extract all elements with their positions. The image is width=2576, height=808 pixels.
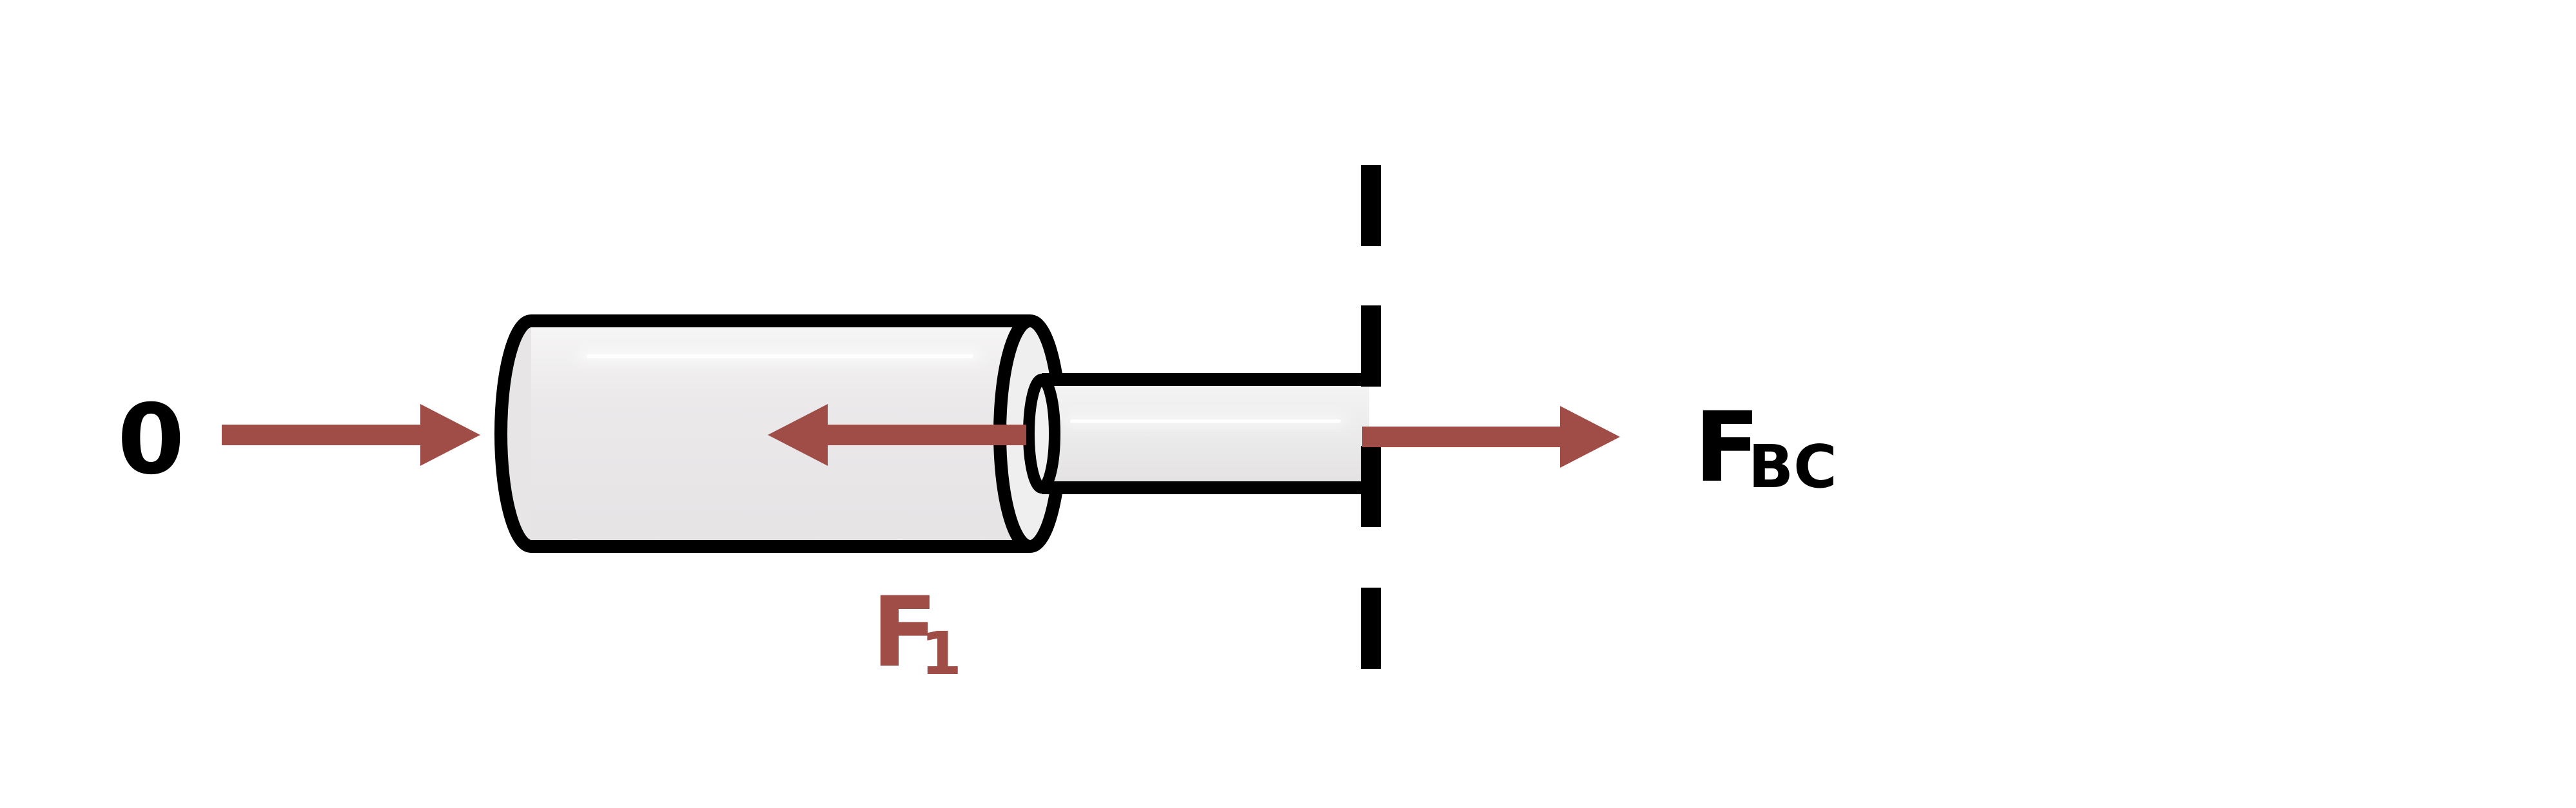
internal-force-label-subscript: 1 [921, 619, 962, 688]
left-force-arrow [222, 404, 480, 466]
section-cut-dash [1361, 446, 1381, 527]
left-force-arrow-head [420, 404, 480, 466]
left-force-arrow-shaft [222, 425, 423, 445]
section-cut-dash [1361, 165, 1381, 246]
left-force-label: 0 [117, 384, 184, 496]
small-cylinder [1023, 373, 1369, 494]
small-cylinder-highlight-core [1070, 419, 1341, 423]
internal-force-arrow [768, 404, 1026, 466]
small-cylinder-left-end [1023, 374, 1060, 494]
section-cut-dash [1361, 588, 1381, 669]
section-cut-line [1361, 165, 1381, 669]
section-force-arrow-head [1560, 406, 1620, 468]
section-force-arrow-shaft [1362, 427, 1563, 447]
small-cylinder-body [1042, 380, 1369, 488]
section-force-arrow [1362, 406, 1620, 468]
section-force-label-main: F [1694, 392, 1760, 504]
large-cylinder-highlight-core [587, 354, 973, 358]
section-force-label-subscript: BC [1748, 432, 1837, 501]
section-cut-dash [1361, 305, 1381, 387]
internal-force-label-main: F [872, 577, 937, 689]
internal-force-arrow-head [768, 404, 828, 466]
section-force-label: F BC [1694, 392, 1837, 504]
internal-force-arrow-shaft [825, 425, 1026, 445]
internal-force-label: F 1 [872, 577, 962, 689]
